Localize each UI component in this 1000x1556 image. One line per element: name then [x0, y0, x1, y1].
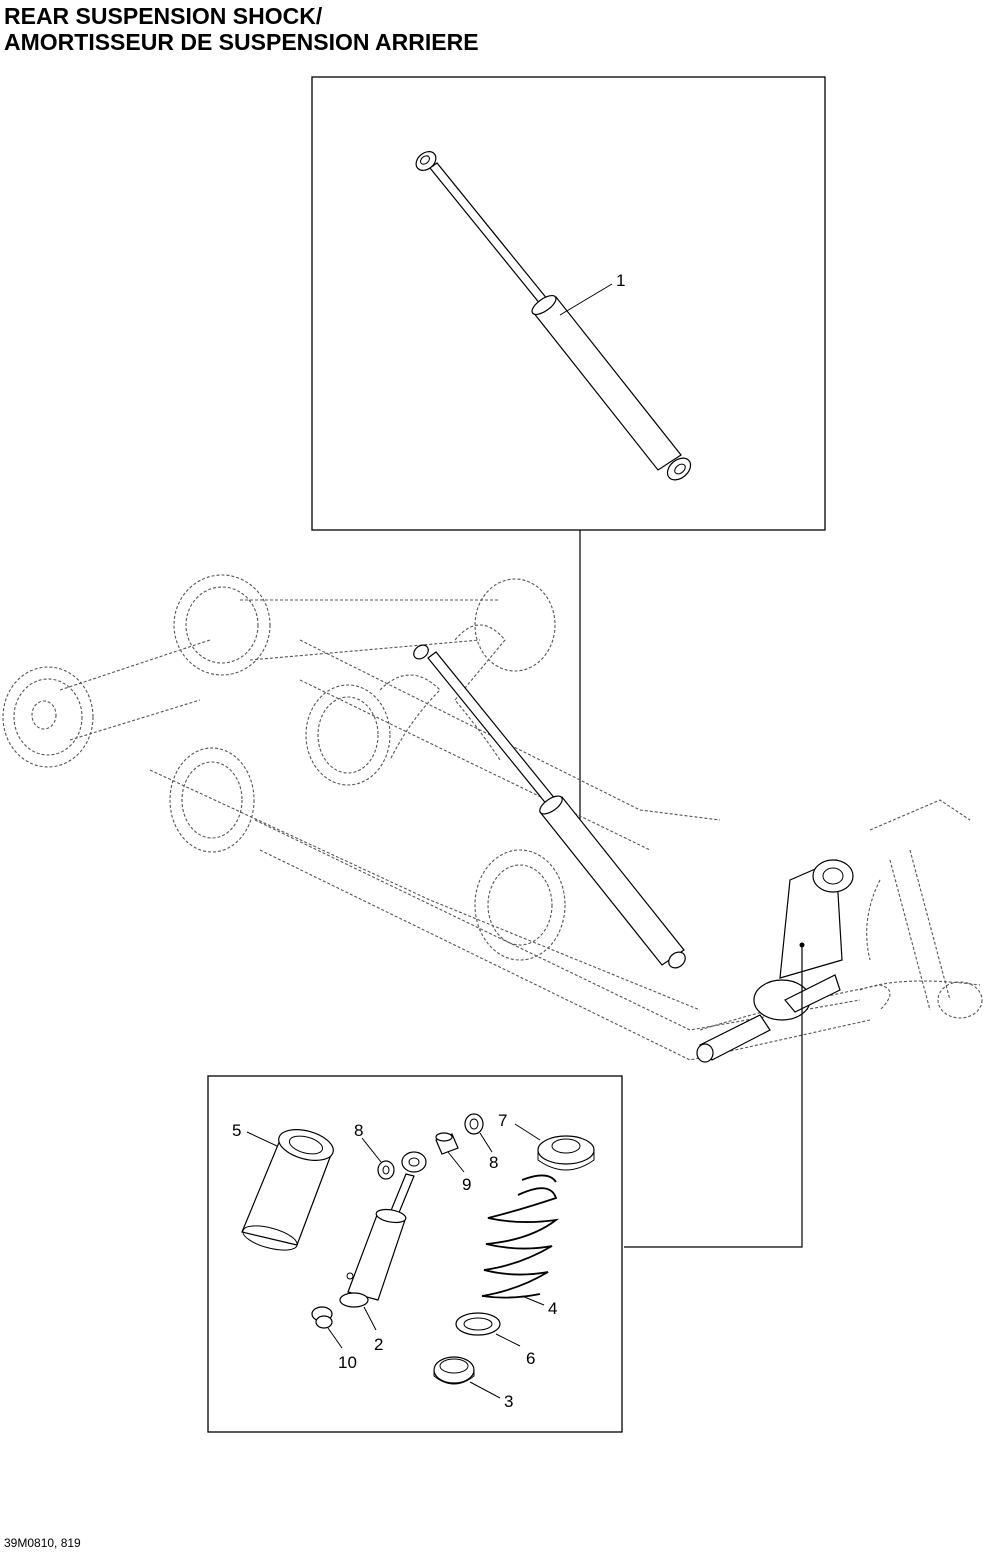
callout-7: 7	[498, 1111, 507, 1130]
part-6-ring	[455, 1312, 501, 1336]
part-3-adjuster-nut	[433, 1356, 475, 1385]
part-9-sleeve	[435, 1132, 459, 1155]
part-7-spring-seat	[537, 1135, 595, 1171]
part-8-bushing-left	[377, 1160, 395, 1180]
callout-3: 3	[504, 1392, 513, 1411]
callout-9: 9	[462, 1175, 471, 1194]
callout-2: 2	[374, 1335, 383, 1354]
rear-shock-absorber-part-1	[415, 151, 692, 481]
callout-8-left: 8	[354, 1121, 363, 1140]
callout-6: 6	[526, 1349, 535, 1368]
part-4-coil-spring	[481, 1174, 560, 1299]
detail-box-center-shock	[207, 1075, 623, 1433]
callout-10: 10	[338, 1353, 357, 1372]
callout-1: 1	[616, 271, 625, 290]
installed-rear-shock	[413, 644, 686, 969]
callout-5: 5	[232, 1121, 241, 1140]
page-title-english: REAR SUSPENSION SHOCK/	[4, 3, 323, 29]
part-2-shock-body	[339, 1151, 427, 1308]
installed-center-shock	[696, 859, 854, 1063]
part-8-bushing-right	[464, 1113, 484, 1135]
page-title-french: AMORTISSEUR DE SUSPENSION ARRIERE	[4, 29, 479, 55]
callout-8-right: 8	[489, 1153, 498, 1172]
connector-line-center-shock	[624, 945, 803, 1248]
diagram-reference-code: 39M0810, 819	[4, 1536, 81, 1550]
part-5-shock-cover	[241, 1129, 334, 1251]
detail-box-rear-shock	[311, 76, 826, 531]
leader-line-1	[559, 283, 613, 316]
callout-4: 4	[548, 1299, 557, 1318]
rear-suspension-assembly	[2, 574, 983, 1061]
part-10-bushing	[311, 1306, 333, 1329]
